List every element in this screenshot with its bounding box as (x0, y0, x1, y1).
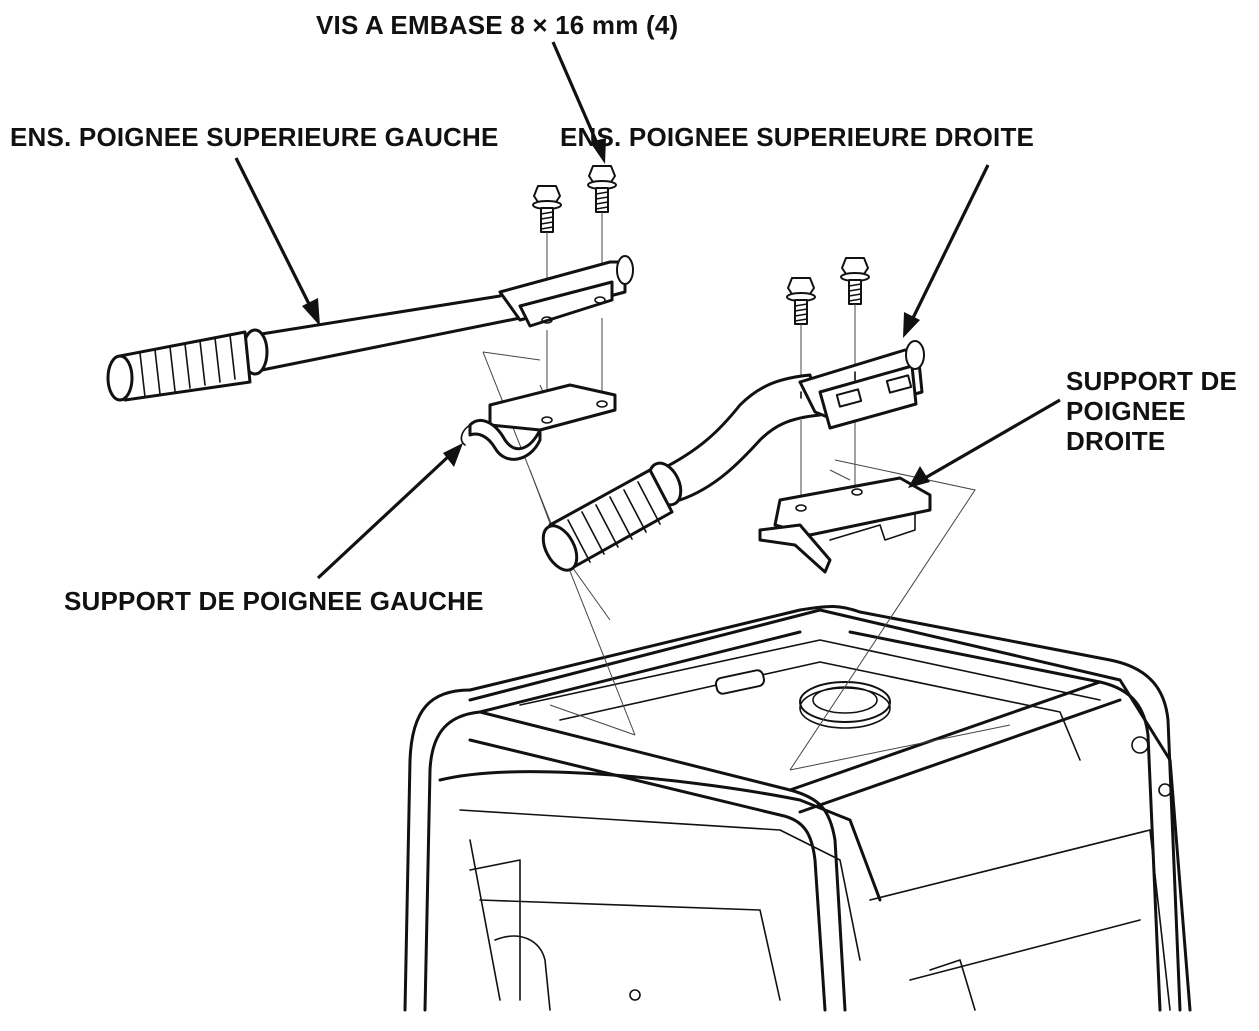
right-handle-label: ENS. POIGNEE SUPERIEURE DROITE (560, 122, 1035, 152)
leader-arrows (234, 41, 1061, 580)
right-upper-handle-assembly (541, 340, 925, 572)
generator-body (438, 608, 1192, 1012)
flange-screw (532, 185, 562, 420)
right-support-label: SUPPORT DE POIGNEE DROITE (1066, 366, 1238, 456)
screw-label: VIS A EMBASE 8 × 16 mm (4) (316, 10, 679, 40)
generator-frame-rails (403, 605, 1182, 1012)
left-handle-support (460, 383, 617, 461)
left-support-label: SUPPORT DE POIGNEE GAUCHE (64, 586, 484, 616)
left-handle-label: ENS. POIGNEE SUPERIEURE GAUCHE (10, 122, 499, 152)
right-handle-support (758, 476, 932, 574)
flange-screws (532, 165, 870, 505)
flange-screw (840, 257, 870, 488)
left-upper-handle-assembly (106, 255, 634, 402)
